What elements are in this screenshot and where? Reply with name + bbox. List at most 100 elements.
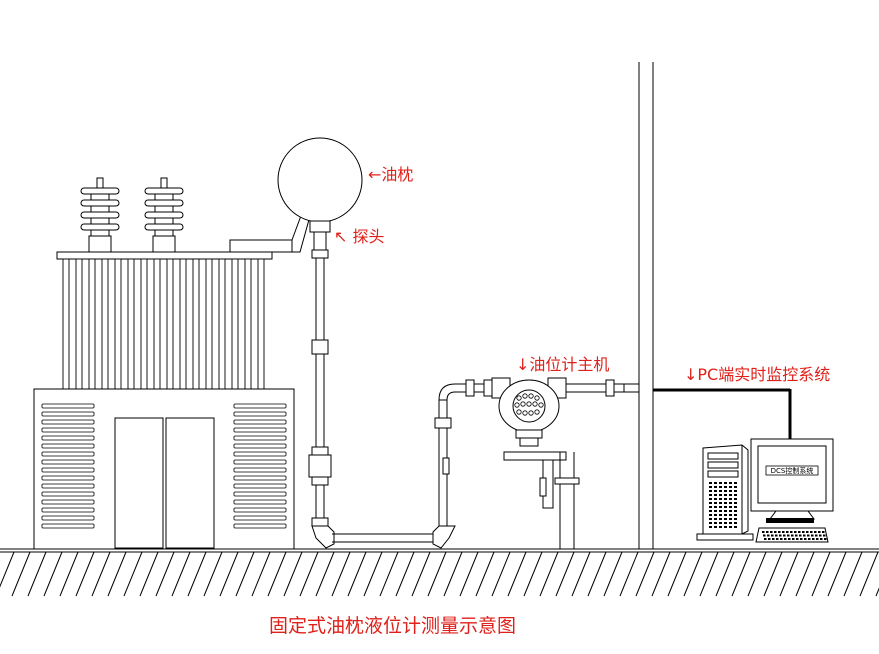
keyboard-key — [820, 538, 823, 540]
ground-hatch-line — [299, 551, 319, 597]
grill-dot — [714, 498, 717, 500]
vent-slat — [233, 411, 287, 417]
vent-slat — [41, 451, 95, 457]
grill-dot — [724, 482, 727, 484]
keyboard-key — [774, 531, 777, 533]
ground-hatch-line — [283, 551, 303, 597]
keyboard-key — [823, 534, 826, 537]
keyboard-key — [800, 538, 803, 540]
vent-slat — [233, 427, 287, 433]
bushing-base — [88, 235, 112, 253]
ground-hatch-line — [619, 551, 639, 597]
grill-dot — [709, 526, 712, 528]
grill-dot — [719, 482, 722, 484]
grill-dot — [734, 486, 737, 488]
bushing-shed — [144, 187, 184, 195]
ground-hatch-line — [779, 551, 799, 597]
keyboard-key — [782, 531, 785, 533]
ground-hatch-line — [603, 551, 623, 597]
ground-hatch-line — [651, 551, 671, 597]
bushing-stem — [90, 205, 110, 213]
grill-dot — [714, 486, 717, 488]
ground-hatch-line — [171, 551, 191, 597]
ground — [0, 548, 879, 597]
bushing-stem — [90, 193, 110, 201]
terminal-dot — [522, 410, 528, 416]
grill-dot — [714, 514, 717, 516]
grill-dot — [734, 526, 737, 528]
keyboard-key — [799, 534, 802, 537]
ground-hatch-line — [683, 551, 703, 597]
radiator-fin — [218, 258, 226, 390]
grill-dot — [729, 522, 732, 524]
keyboard-key — [766, 531, 769, 533]
grill-dot — [724, 502, 727, 504]
grill-dot — [719, 518, 722, 520]
radiator-fin — [257, 258, 265, 390]
terminal-dot — [534, 409, 540, 415]
grill-dot — [719, 494, 722, 496]
vent-slat — [233, 515, 287, 521]
bushing-stem — [154, 193, 174, 201]
monitor-screen-text: DCS控制系统 — [771, 466, 814, 475]
ground-hatch-line — [571, 551, 591, 597]
vent-slat — [41, 507, 95, 513]
ground-hatch-line — [795, 551, 815, 597]
grill-dot — [734, 482, 737, 484]
bushing-shed — [80, 199, 120, 207]
bushing-stem — [154, 205, 174, 213]
ground-hatch-line — [491, 551, 511, 597]
grill-dot — [724, 522, 727, 524]
ground-hatch-line — [59, 551, 79, 597]
grill-dot — [729, 494, 732, 496]
horizontal-pipe — [332, 379, 500, 549]
radiator-fin — [88, 258, 96, 390]
grill-dot — [724, 514, 727, 516]
keyboard-key — [814, 531, 817, 533]
transformer-door-left — [114, 417, 164, 549]
bushing-cap — [160, 177, 168, 189]
bushing-insulator-left — [80, 177, 120, 253]
keyboard-key — [808, 538, 811, 540]
vent-slat — [233, 459, 287, 465]
keyboard — [755, 527, 829, 543]
transformer-door-right — [165, 417, 215, 549]
grill-dot — [719, 490, 722, 492]
keyboard-key — [804, 538, 807, 540]
grill-dot — [734, 506, 737, 508]
radiator-fin — [205, 258, 213, 390]
ground-hatch-line — [859, 551, 879, 597]
grill-dot — [709, 486, 712, 488]
grill-dot — [709, 514, 712, 516]
keyboard-key — [792, 538, 795, 540]
keyboard-key — [784, 538, 787, 540]
keyboard-key — [824, 538, 827, 540]
ground-hatch-line — [667, 551, 687, 597]
grill-dot — [724, 494, 727, 496]
grill-dot — [709, 510, 712, 512]
vent-slat — [233, 443, 287, 449]
terminal-dot — [520, 401, 526, 407]
keyboard-key — [822, 531, 825, 533]
keyboard-key — [806, 531, 809, 533]
radiator-fin — [140, 258, 148, 390]
label-pc-system: ↓PC端实时监控系统 — [684, 365, 830, 384]
grill-dot — [724, 506, 727, 508]
grill-dot — [729, 482, 732, 484]
ground-hatch-line — [811, 551, 831, 597]
vent-slat — [41, 467, 95, 473]
vent-slat — [41, 427, 95, 433]
grill-dot — [724, 498, 727, 500]
keyboard-key — [802, 531, 805, 533]
vent-slat — [233, 499, 287, 505]
ground-hatch-line — [203, 551, 223, 597]
keyboard-key — [796, 538, 799, 540]
radiator-fin — [166, 258, 174, 390]
ground-hatch-line — [507, 551, 527, 597]
vent-slat — [41, 403, 95, 409]
ground-hatch-line — [251, 551, 271, 597]
ground-hatch-line — [107, 551, 127, 597]
grill-dot — [714, 490, 717, 492]
terminal-dot — [526, 401, 532, 407]
grill-dot — [714, 482, 717, 484]
